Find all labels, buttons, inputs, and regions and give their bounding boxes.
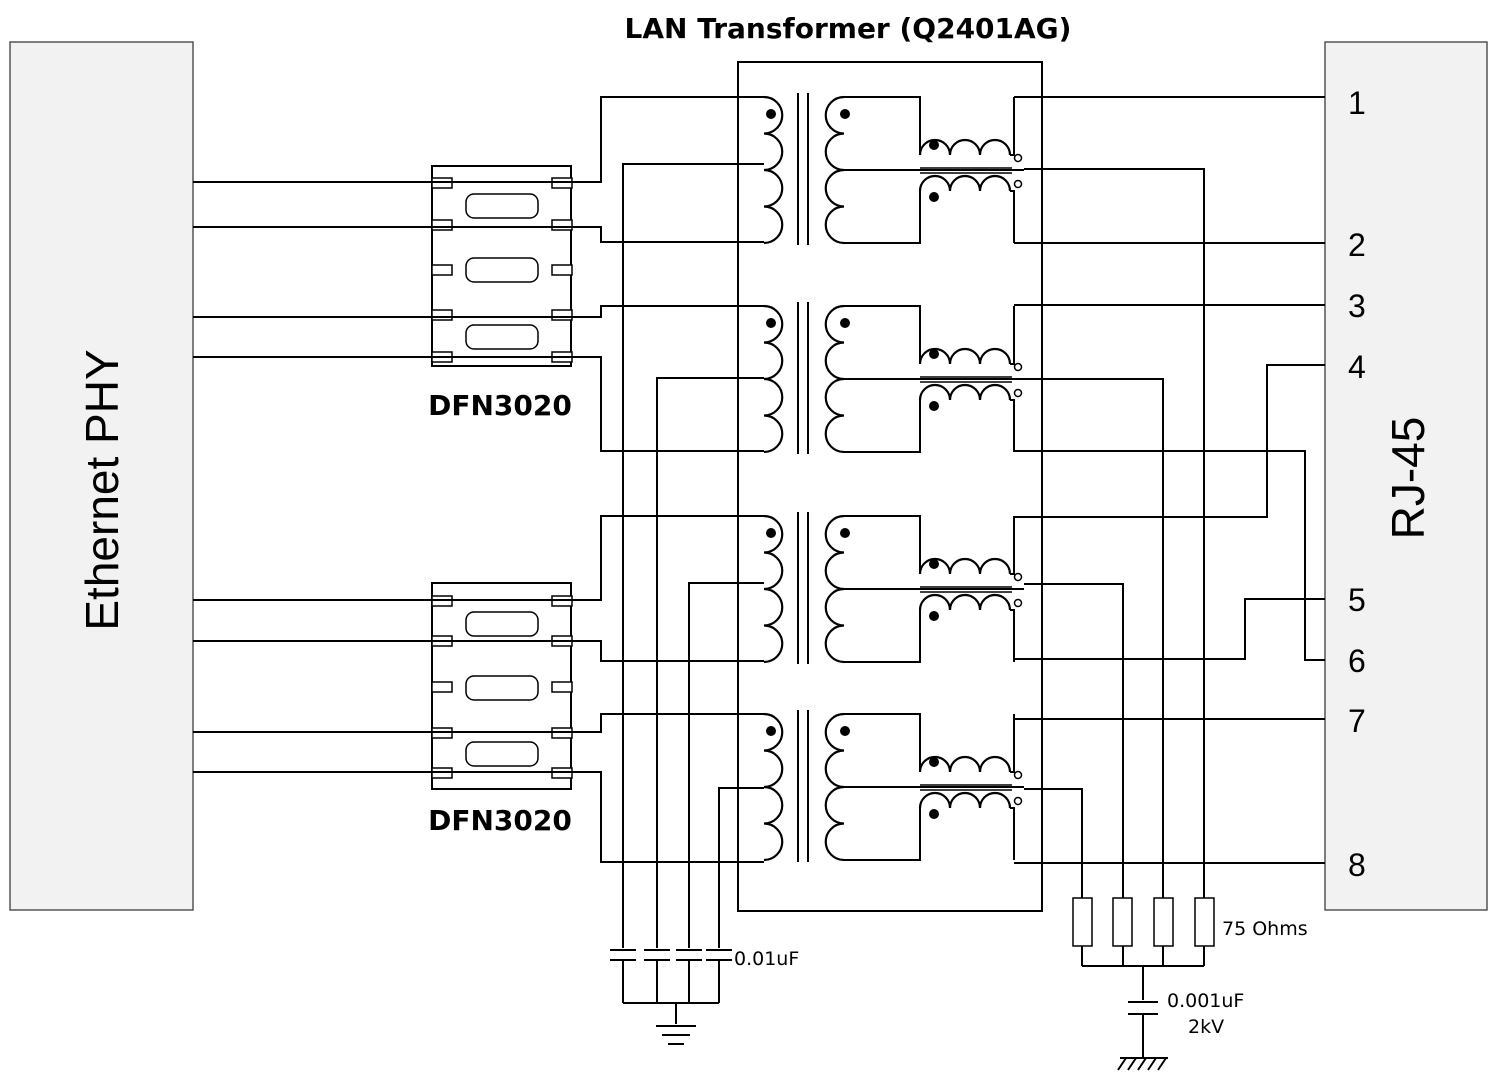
polarity-dot: [929, 611, 939, 621]
choke-core: [920, 376, 1012, 383]
tvs-array-bottom-label: DFN3020: [428, 804, 572, 837]
choke-coil-upper: [918, 347, 1012, 365]
choke-coil-lower: [918, 174, 1012, 192]
choke-output: [1010, 399, 1015, 452]
transformer-core: [797, 302, 809, 454]
hv-capacitor-voltage: 2kV: [1188, 1016, 1224, 1038]
terminal-circle: [1013, 153, 1023, 163]
choke-coil-upper: [918, 138, 1012, 156]
polarity-dot: [929, 140, 939, 150]
choke-output: [1010, 807, 1015, 860]
tvs-array-bottom: [431, 582, 573, 790]
polarity-dot: [929, 192, 939, 202]
polarity-dot: [929, 401, 939, 411]
secondary-winding: [824, 712, 845, 862]
secondary-winding: [824, 514, 845, 664]
transformer-channel-1: [763, 93, 1024, 245]
diagram-title: LAN Transformer (Q2401AG): [625, 12, 1072, 45]
transformer-channels: [763, 93, 1024, 862]
terminal-circle: [1013, 770, 1023, 780]
choke-lead: [844, 515, 921, 574]
transformer-channel-2: [763, 302, 1024, 454]
transformer-core: [797, 93, 809, 245]
rj45-block: [1324, 41, 1488, 911]
bias-capacitor-label: 0.01uF: [734, 948, 799, 970]
choke-core: [920, 167, 1012, 174]
choke-core: [920, 586, 1012, 593]
primary-winding: [763, 514, 784, 664]
rj45-label: RJ-45: [1382, 417, 1434, 540]
primary-center-tap-wires: [622, 163, 764, 948]
polarity-dot: [766, 109, 776, 119]
transformer-channel-3: [763, 512, 1024, 664]
choke-coil-lower: [918, 383, 1012, 401]
terminal-circle: [1013, 796, 1023, 806]
transformer-core: [797, 710, 809, 862]
choke-lead: [844, 610, 921, 663]
rj45-pin-1: 1: [1348, 85, 1366, 121]
rj45-signal-wires: [1014, 96, 1325, 864]
bias-capacitors: [610, 949, 732, 1045]
primary-winding: [763, 304, 784, 454]
choke-coil-upper: [918, 755, 1012, 773]
choke-lead: [844, 400, 921, 453]
choke-core: [920, 784, 1012, 791]
polarity-dot: [929, 559, 939, 569]
rj45-pin-5: 5: [1348, 582, 1366, 618]
choke-lead: [844, 713, 921, 772]
ethernet-phy-label: Ethernet PHY: [76, 349, 128, 630]
termination-resistors: [1072, 897, 1215, 967]
rj45-pin-4: 4: [1348, 349, 1366, 385]
choke-output: [1010, 609, 1015, 662]
choke-output: [1010, 516, 1015, 575]
choke-output: [1010, 190, 1015, 243]
phy-signal-wires: [193, 96, 764, 863]
tvs-array-top-label: DFN3020: [428, 389, 572, 422]
rj45-pin-8: 8: [1348, 847, 1366, 883]
terminal-circle: [1013, 388, 1023, 398]
primary-winding: [763, 712, 784, 862]
choke-output: [1010, 714, 1015, 773]
tvs-array-top: [431, 165, 573, 367]
choke-coil-lower: [918, 593, 1012, 611]
termination-resistor-label: 75 Ohms: [1222, 918, 1308, 940]
polarity-dot: [766, 528, 776, 538]
ethernet-phy-block: [9, 41, 194, 911]
secondary-center-tap-wires: [1024, 168, 1205, 898]
transformer-package-outline: [737, 61, 1043, 912]
choke-coil-lower: [918, 791, 1012, 809]
polarity-dot: [929, 349, 939, 359]
polarity-dot: [840, 318, 850, 328]
secondary-winding: [824, 95, 845, 245]
transformer-channel-4: [763, 710, 1024, 862]
choke-output: [1010, 306, 1015, 365]
terminal-circle: [1013, 598, 1023, 608]
polarity-dot: [929, 757, 939, 767]
choke-coil-upper: [918, 557, 1012, 575]
transformer-core: [797, 512, 809, 664]
rj45-pin-3: 3: [1348, 288, 1366, 324]
hv-capacitor-value: 0.001uF: [1167, 990, 1244, 1012]
polarity-dot: [766, 318, 776, 328]
choke-lead: [844, 808, 921, 861]
polarity-dot: [766, 726, 776, 736]
hv-capacitor: [1117, 966, 1168, 1071]
polarity-dot: [840, 726, 850, 736]
polarity-dot: [840, 528, 850, 538]
choke-output: [1010, 97, 1015, 156]
choke-lead: [844, 305, 921, 364]
primary-winding: [763, 95, 784, 245]
polarity-dot: [929, 809, 939, 819]
terminal-circle: [1013, 572, 1023, 582]
terminal-circle: [1013, 179, 1023, 189]
choke-lead: [844, 96, 921, 155]
secondary-winding: [824, 304, 845, 454]
terminal-circle: [1013, 362, 1023, 372]
polarity-dot: [840, 109, 850, 119]
rj45-pin-6: 6: [1348, 643, 1366, 679]
rj45-pin-7: 7: [1348, 703, 1366, 739]
choke-lead: [844, 191, 921, 244]
rj45-pin-2: 2: [1348, 227, 1366, 263]
